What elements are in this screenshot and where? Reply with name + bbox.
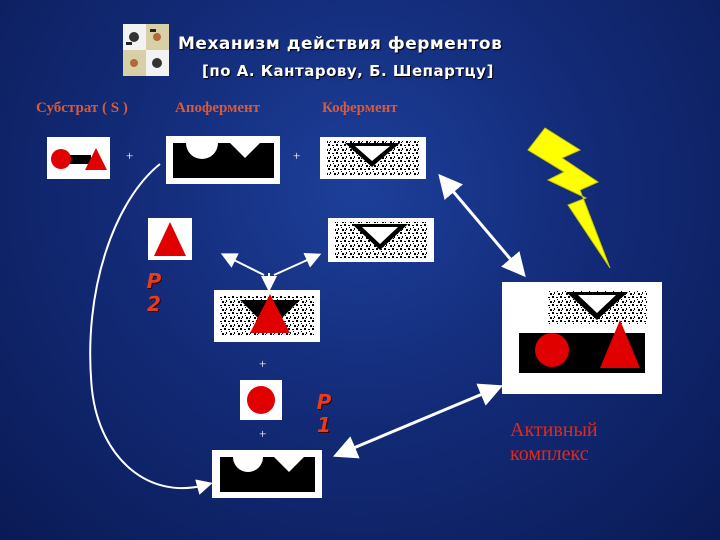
active-complex-line1: Активный [510, 419, 598, 441]
plus-sign: + [126, 148, 134, 163]
triangle-coenzyme-box [214, 290, 320, 342]
pathway-label-p1: Р 1 [314, 391, 334, 437]
coenzyme-box [320, 137, 426, 179]
pathway-p1-number: 1 [317, 413, 331, 437]
active-complex-box [502, 282, 662, 394]
label-apoenzyme: Апофермент [175, 100, 261, 116]
active-complex-line2: комплекс [510, 443, 589, 465]
substrate-box [47, 137, 110, 179]
pathway-p2-letter: Р [146, 269, 162, 293]
apoenzyme-box [166, 136, 280, 184]
coenzyme-box-2 [328, 218, 434, 262]
label-substrate: Субстрат ( S ) [36, 100, 128, 116]
pathway-label-p2: Р 2 [144, 270, 164, 316]
p1-active-arrow [332, 383, 504, 459]
active-complex-label: Активный комплекс [510, 418, 598, 466]
plus-sign: + [259, 356, 267, 371]
merge-arrows [220, 252, 322, 292]
diagram-subtitle: [по А. Кантарову, Б. Шепартцу] [202, 62, 494, 80]
apoenzyme-box-bottom [212, 450, 322, 498]
diagram-title: Механизм действия ферментов [178, 34, 503, 54]
triangle-part-box [148, 218, 192, 260]
circle-part-box [240, 380, 282, 420]
pathway-p1-letter: Р [316, 390, 332, 414]
pathway-p2-number: 2 [147, 292, 161, 316]
coenzyme-active-arrow [438, 173, 526, 278]
label-coenzyme: Кофермент [322, 100, 398, 116]
lightning-bolt-icon [527, 127, 611, 269]
plus-sign: + [259, 426, 267, 441]
cycle-curve [89, 163, 213, 495]
puzzle-logo [123, 24, 169, 76]
plus-sign: + [293, 148, 301, 163]
